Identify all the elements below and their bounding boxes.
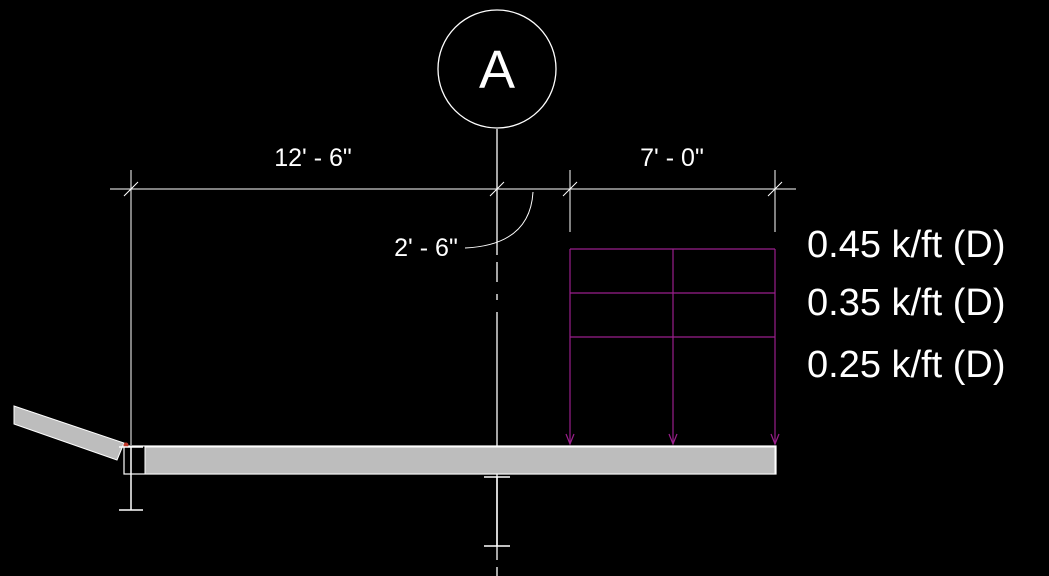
floor-slab: [123, 445, 777, 475]
load-diagram: [569, 248, 776, 444]
dimension-left-span: 12' - 6": [274, 144, 352, 172]
load-arrows: [565, 433, 780, 446]
steel-beam-center: [484, 476, 510, 547]
load-label-2: 0.35 k/ft (D): [807, 282, 1006, 324]
steel-beam-left: [119, 446, 143, 511]
grid-bubble-label: A: [479, 40, 515, 100]
load-label-3: 0.25 k/ft (D): [807, 344, 1006, 386]
load-label-1: 0.45 k/ft (D): [807, 224, 1006, 266]
load-arrow: [565, 433, 575, 446]
dimension-line: [110, 170, 796, 445]
grid-bubble: A: [437, 9, 557, 129]
dimension-right-span: 7' - 0": [640, 144, 704, 172]
load-arrow: [770, 433, 780, 446]
dimension-offset: 2' - 6": [394, 234, 458, 262]
sloped-slab: [13, 405, 125, 461]
load-arrow: [668, 433, 678, 446]
